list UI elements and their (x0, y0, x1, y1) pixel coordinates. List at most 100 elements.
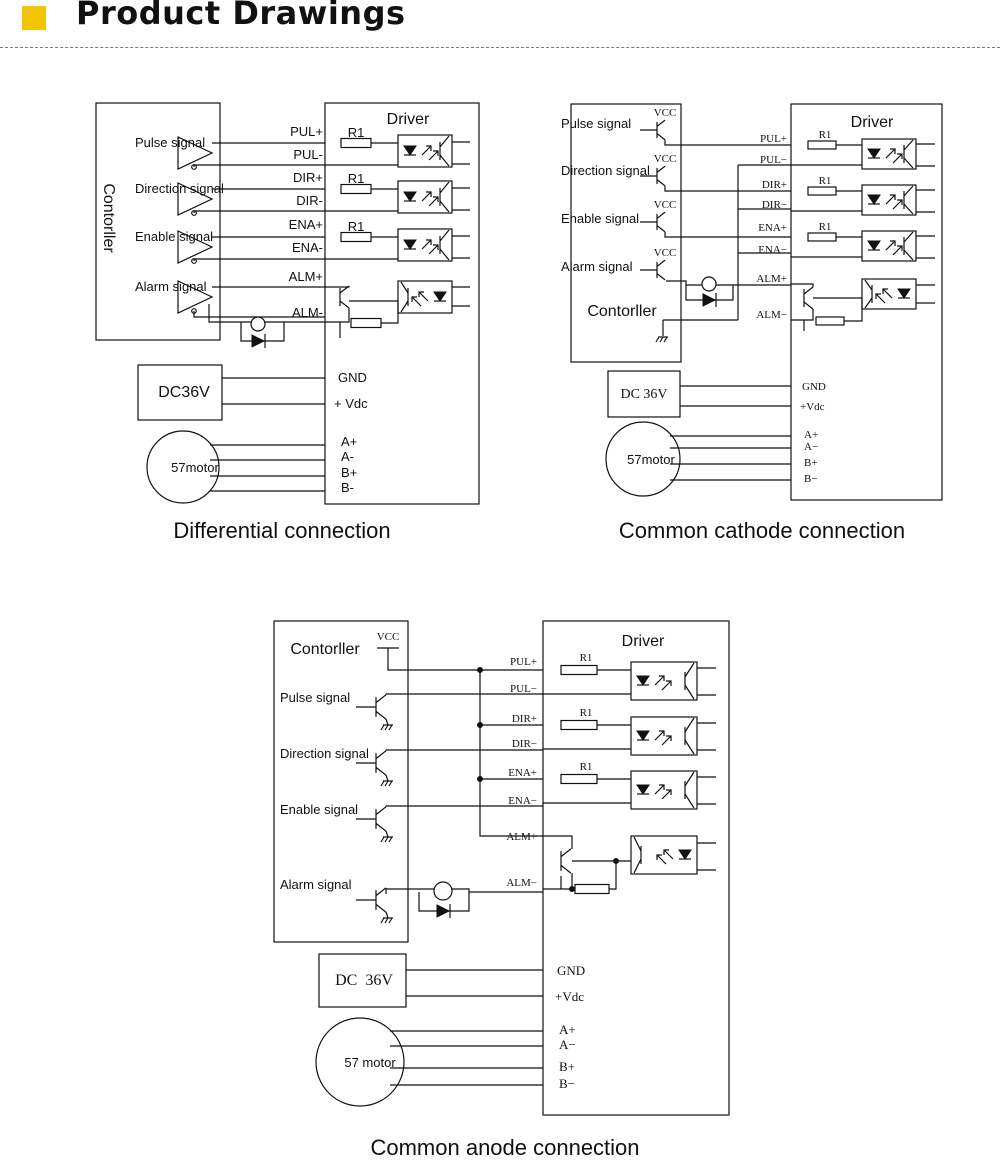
light-arrow (654, 730, 665, 741)
wire (387, 648, 543, 671)
buffer-triangle (177, 230, 214, 264)
motor-icon (315, 1017, 405, 1107)
signal-label: Alarm signal (561, 259, 633, 274)
transistor-emitter (656, 225, 666, 233)
resistor-label: R1 (580, 652, 593, 664)
optocoupler-icon (861, 230, 917, 262)
wire (193, 164, 325, 167)
resistor-icon (560, 719, 598, 731)
light-arrow (885, 148, 896, 159)
buffer-triangle (177, 182, 214, 216)
transistor-emitter (903, 249, 914, 261)
diode-triangle (251, 334, 266, 348)
resistor-label: R1 (819, 221, 832, 233)
resistor-label: R1 (580, 707, 593, 719)
light-arrow (428, 244, 439, 255)
pin-label: ENA+ (508, 767, 537, 779)
transistor-emitter (903, 203, 914, 215)
alarm-lamp-icon (433, 881, 453, 901)
pin-label: ALM+ (756, 273, 787, 285)
driver-label: Driver (851, 114, 894, 131)
controller-box (570, 103, 682, 363)
section-header: Product Drawings (0, 0, 1000, 48)
ground-hatch (388, 724, 393, 731)
light-arrow (875, 293, 886, 304)
transistor-collector (375, 750, 387, 760)
junction-dot (613, 858, 619, 864)
optocoupler-box (861, 230, 917, 262)
optocoupler-icon (397, 228, 453, 262)
transistor-collector (439, 181, 450, 194)
page-title: Product Drawings (76, 0, 406, 32)
transistor-emitter (803, 301, 814, 310)
light-arrow (654, 675, 665, 686)
signal-label: Pulse signal (280, 690, 350, 705)
vcc-label: VCC (654, 247, 677, 259)
ground-hatch (659, 336, 664, 343)
accent-square-icon (22, 6, 46, 30)
wire (385, 774, 389, 782)
resistor-icon (574, 883, 610, 895)
wire (543, 724, 631, 750)
wire (386, 693, 543, 807)
pin-label: ALM− (506, 877, 537, 889)
transistor-emitter (633, 858, 642, 874)
wire (791, 144, 862, 166)
diode-triangle (702, 293, 717, 307)
power-pin-label: + Vdc (334, 396, 368, 411)
pin-label: PUL+ (290, 124, 323, 139)
diagram-caption: Common anode connection (370, 1135, 639, 1160)
driver-label: Driver (622, 633, 665, 650)
pin-label: ALM− (756, 309, 787, 321)
wire (664, 232, 791, 238)
resistor-icon (807, 186, 837, 196)
resistor-label: R1 (819, 175, 832, 187)
resistor-icon (350, 317, 382, 329)
led-triangle (636, 730, 650, 741)
pin-label: ENA+ (289, 217, 323, 232)
transistor-collector (560, 848, 572, 858)
light-arrow (663, 849, 674, 860)
motor-pin-label: A− (804, 441, 818, 453)
driver-label: Driver (387, 111, 430, 128)
diagram-caption: Common cathode connection (619, 518, 905, 543)
transistor-emitter (684, 684, 695, 700)
pin-label: PUL− (510, 683, 537, 695)
resistor-label: R1 (580, 761, 593, 773)
power-pin-label: GND (338, 370, 367, 385)
motor-pin-label: A+ (804, 429, 818, 441)
wire (791, 190, 862, 212)
vcc-label: VCC (654, 153, 677, 165)
transistor-collector (903, 185, 914, 197)
power-label: DC 36V (335, 972, 393, 989)
transistor-emitter (560, 864, 572, 874)
resistor-icon (560, 773, 598, 785)
motor-label: 57 motor (344, 1055, 396, 1070)
light-arrow (882, 288, 893, 299)
pin-label: ENA− (758, 244, 787, 256)
pin-label: DIR- (296, 193, 323, 208)
pin-label: ALM+ (506, 831, 537, 843)
transistor-collector (864, 279, 873, 291)
transistor-emitter (656, 179, 666, 187)
pin-label: ALM- (292, 305, 323, 320)
wire (325, 188, 398, 212)
transistor-emitter (400, 300, 409, 313)
signal-label: Pulse signal (561, 116, 631, 131)
transistor-collector (439, 229, 450, 242)
wire (208, 304, 325, 323)
wire (543, 778, 631, 804)
ground-hatch (380, 780, 385, 787)
ground-hatch (380, 917, 385, 924)
power-label: DC 36V (620, 387, 667, 402)
transistor-emitter (864, 297, 873, 309)
ground-hatch (384, 836, 389, 843)
transistor-collector (656, 259, 666, 267)
ground-hatch (655, 336, 660, 343)
controller-label: Contorller (100, 183, 117, 253)
wire (666, 280, 791, 286)
transistor-icon (560, 848, 572, 874)
motor-pin-label: A+ (341, 434, 357, 449)
